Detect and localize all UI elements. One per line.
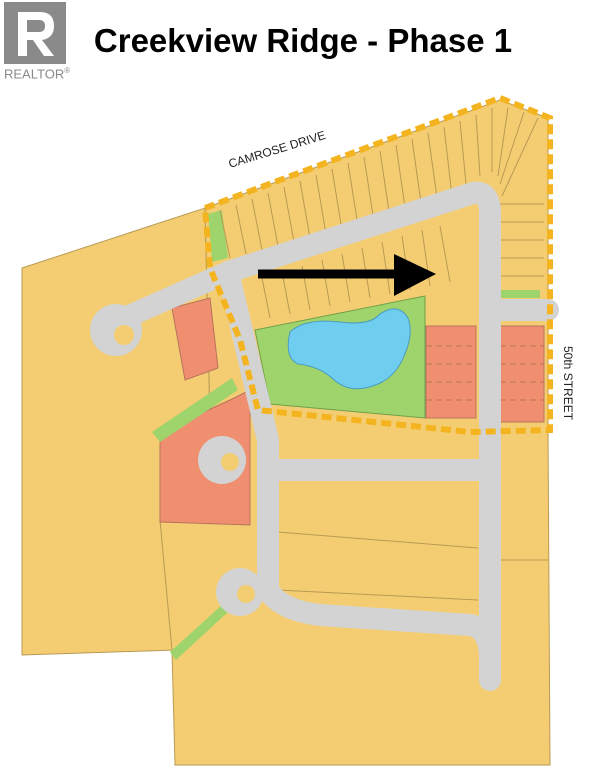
lot-block-salmon-nw	[171, 297, 219, 381]
green-strip-mid	[152, 378, 238, 442]
roads	[109, 181, 559, 691]
cul-de-sac-mid-inner	[221, 453, 239, 471]
realtor-r-icon	[4, 2, 66, 64]
lot-block-salmon-east	[499, 325, 545, 423]
page-title: Creekview Ridge - Phase 1	[93, 22, 513, 59]
phase-1-boundary	[201, 94, 553, 436]
lot-block-salmon-center	[425, 325, 477, 419]
lot-lines-salmon	[426, 345, 544, 401]
pond	[287, 308, 411, 390]
direction-arrow	[258, 254, 436, 296]
realtor-logo: REALTOR®	[0, 0, 70, 86]
cul-de-sac-south-inner	[237, 585, 255, 603]
lot-lines-north	[219, 107, 548, 601]
street-label-50th-street: 50th STREET	[561, 346, 575, 421]
green-strip-south	[170, 605, 228, 660]
road-west-vertical	[217, 261, 279, 601]
cul-de-sac-west-inner	[114, 325, 134, 345]
street-label-camrose-drive: CAMROSE DRIVE	[227, 128, 327, 171]
realtor-wordmark: REALTOR®	[4, 66, 71, 82]
green-strip-east	[500, 290, 540, 298]
road-inner-north	[109, 181, 501, 691]
road-bottom-curve	[257, 579, 501, 671]
